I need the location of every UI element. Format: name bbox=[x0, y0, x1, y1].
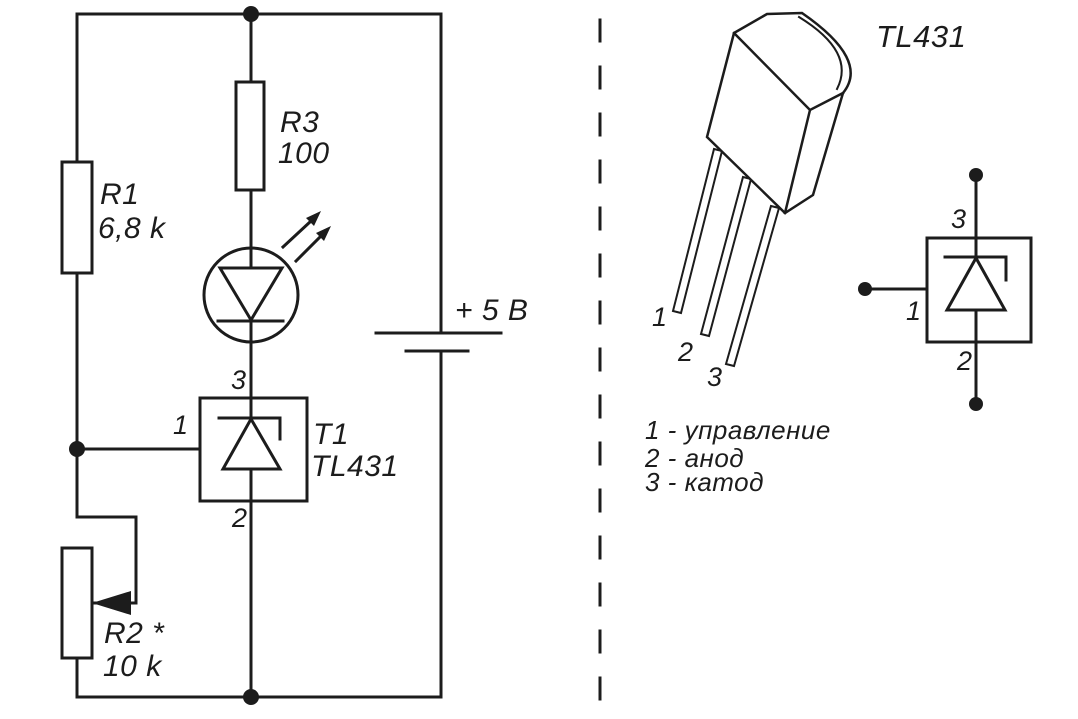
ic-designator: T1 bbox=[313, 418, 350, 451]
resistor-r3-body bbox=[234, 80, 266, 192]
wire-left-branch bbox=[75, 271, 138, 605]
wiper-arrowhead bbox=[92, 591, 131, 615]
ic-pin1-label: 1 bbox=[173, 410, 189, 440]
led-light-arrow-1-head bbox=[306, 211, 321, 226]
symbol-pin2-label: 2 bbox=[957, 346, 973, 376]
led-light-arrow-1 bbox=[280, 218, 314, 250]
r1-designator: R1 bbox=[100, 178, 140, 211]
legend-line-2: 2 - анод bbox=[645, 443, 745, 473]
package-body bbox=[705, 11, 852, 215]
symbol-triangle bbox=[944, 254, 1008, 312]
package-title: TL431 bbox=[876, 19, 967, 54]
r2-value: 10 k bbox=[103, 650, 162, 683]
r1-value: 6,8 k bbox=[98, 212, 166, 245]
symbol-terminal-dot-bottom bbox=[969, 397, 983, 411]
package-lead3-label: 3 bbox=[707, 362, 723, 392]
ic-pin3-label: 3 bbox=[231, 365, 247, 395]
package-dome-edge bbox=[797, 15, 843, 91]
resistor-r1-body bbox=[60, 160, 94, 275]
symbol-ref-hook bbox=[943, 255, 1008, 282]
led-triangle bbox=[217, 266, 285, 323]
r3-designator: R3 bbox=[280, 106, 320, 139]
led-light-arrow-2-head bbox=[316, 226, 331, 241]
package-facet-edges bbox=[732, 31, 845, 215]
potentiometer-r2-body bbox=[60, 546, 94, 660]
led-light-arrow-2 bbox=[293, 232, 325, 264]
tl431-triangle bbox=[220, 415, 283, 471]
legend-line-3: 3 - катод bbox=[645, 467, 764, 497]
legend-line-1: 1 - управление bbox=[645, 415, 831, 445]
symbol-pin1-label: 1 bbox=[906, 296, 922, 326]
ic-pin2-label: 2 bbox=[232, 503, 248, 533]
led-circle bbox=[202, 246, 300, 344]
package-lead2-label: 2 bbox=[678, 337, 694, 367]
tl431-ref-hook bbox=[217, 416, 282, 441]
ic-part-number: TL431 bbox=[311, 450, 399, 483]
junction-dot-top bbox=[243, 6, 259, 22]
junction-dot-ref bbox=[69, 441, 85, 457]
package-lead-3 bbox=[724, 204, 781, 368]
symbol-pin3-label: 3 bbox=[951, 204, 967, 234]
r2-designator: R2 * bbox=[104, 617, 165, 650]
symbol-terminal-dot-left bbox=[858, 282, 872, 296]
r3-value: 100 bbox=[278, 137, 330, 170]
package-lead1-label: 1 bbox=[652, 302, 668, 332]
junction-dot-bottom bbox=[243, 689, 259, 705]
symbol-terminal-dot-top bbox=[969, 168, 983, 182]
supply-voltage-label: + 5 В bbox=[455, 294, 529, 327]
